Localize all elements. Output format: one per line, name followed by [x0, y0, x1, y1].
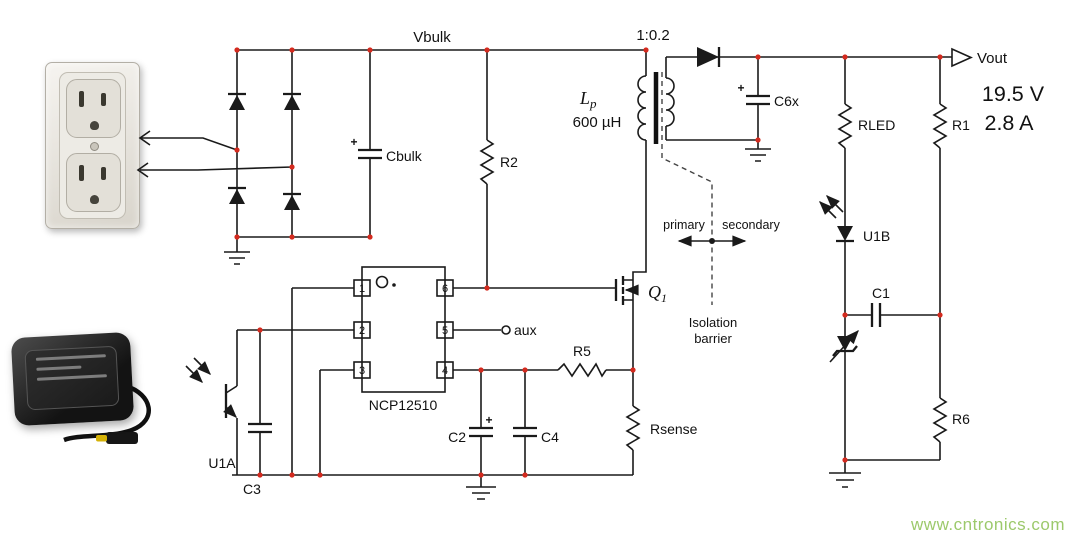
c2-label: C2 — [448, 429, 466, 445]
pin-label: 5 — [442, 325, 448, 337]
c4-label: C4 — [541, 429, 559, 445]
c6x-label: C6x — [774, 93, 799, 109]
pin-label: 4 — [442, 365, 448, 377]
bridge-rectifier — [228, 92, 301, 210]
output-voltage: 19.5 V — [982, 82, 1045, 106]
light-arrow-icon — [185, 365, 203, 383]
u1a-label: U1A — [208, 455, 236, 471]
light-arrow-icon — [193, 357, 211, 375]
output-diode — [697, 47, 721, 67]
outlet-ground-hole — [90, 195, 99, 204]
outlet-slot — [101, 93, 106, 106]
secondary-wires — [665, 56, 952, 461]
capacitors — [248, 94, 882, 438]
r5-label: R5 — [573, 343, 591, 359]
outlet-screw — [90, 142, 99, 151]
resistors — [479, 103, 948, 451]
isolation-caption-line1: Isolation — [689, 315, 737, 330]
outlet-slot — [79, 91, 84, 107]
primary-label: primary — [663, 218, 705, 232]
outlet-slot — [101, 167, 106, 180]
pin1-indicator-icon — [375, 275, 389, 289]
c1-label: C1 — [872, 285, 890, 301]
r2-label: R2 — [500, 154, 518, 170]
polarity-plus: + — [737, 81, 744, 95]
vbulk-label: Vbulk — [413, 29, 451, 46]
transformer — [637, 72, 675, 144]
pin-label: 6 — [442, 283, 448, 295]
pin-label: 2 — [359, 325, 365, 337]
light-arrow-icon — [826, 195, 844, 213]
primary-wires — [136, 49, 647, 476]
aux-terminal — [501, 325, 511, 335]
power-adapter-photo — [10, 328, 168, 460]
adapter-plug — [106, 432, 138, 444]
bulk-capacitor — [358, 148, 382, 160]
turns-ratio-label: 1:0.2 — [636, 27, 669, 44]
outlet-ground-hole — [90, 121, 99, 130]
ground-symbols — [224, 140, 861, 500]
isolation-caption-line2: barrier — [694, 331, 732, 346]
ic-name-label: NCP12510 — [369, 397, 438, 413]
adapter-cable — [63, 383, 151, 444]
outlet-receptacle-top — [66, 79, 121, 138]
u1b-label: U1B — [863, 228, 890, 244]
polarity-plus: + — [485, 413, 492, 427]
shunt-regulator — [829, 329, 859, 363]
pin-label: 1 — [359, 283, 365, 295]
r1-label: R1 — [952, 117, 970, 133]
watermark: www.cntronics.com — [910, 515, 1065, 534]
lp-label: Lp — [579, 88, 597, 111]
r6-label: R6 — [952, 411, 970, 427]
optocoupler-transistor-u1a — [185, 357, 237, 418]
junction-dots — [234, 47, 943, 478]
outlet-plate — [59, 72, 126, 219]
pin-label: 3 — [359, 365, 365, 377]
rsense-label: Rsense — [650, 421, 698, 437]
outlet-slot — [79, 165, 84, 181]
light-arrow-icon — [819, 201, 837, 219]
aux-label: aux — [514, 322, 537, 338]
vout-label: Vout — [977, 50, 1008, 67]
rled-label: RLED — [858, 117, 895, 133]
controller-ic: 1 2 3 6 5 4 — [353, 266, 511, 393]
output-current: 2.8 A — [984, 111, 1034, 135]
wall-outlet-photo — [45, 62, 140, 229]
mosfet-q1 — [614, 276, 639, 305]
vout-arrow-icon — [951, 47, 973, 68]
secondary-label: secondary — [722, 218, 780, 232]
lp-value-label: 600 µH — [573, 114, 622, 131]
q1-label: Q1 — [648, 282, 667, 305]
optocoupler-led-u1b — [819, 195, 854, 243]
isolation-barrier — [661, 72, 747, 305]
cbulk-label: Cbulk — [386, 148, 423, 164]
outlet-receptacle-bottom — [66, 153, 121, 212]
c3-label: C3 — [243, 481, 261, 497]
adapter-plug-tip — [96, 435, 107, 442]
polarity-plus: + — [350, 135, 357, 149]
